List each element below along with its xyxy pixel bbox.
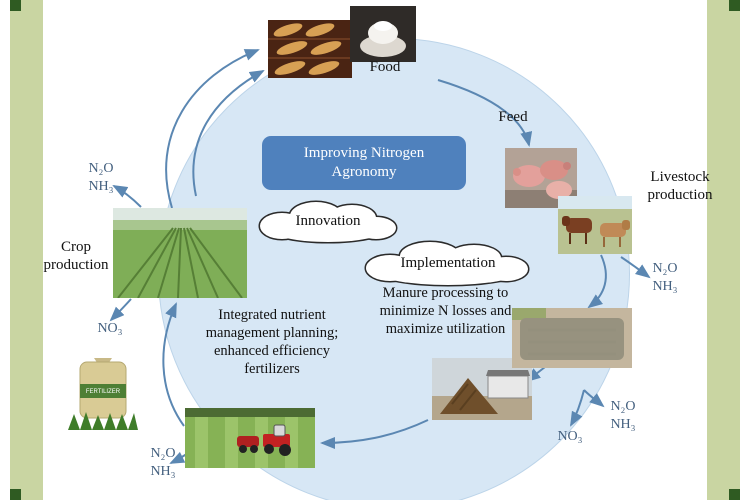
fertilizer-bag-text: FERTILIZER <box>86 389 121 395</box>
food-label: Food <box>369 59 401 75</box>
pigs-image <box>505 148 577 208</box>
n2o-label: N₂O <box>88 161 114 176</box>
nutrient-management-text: Integrated nutrient management planning;… <box>205 307 339 377</box>
innovation-cloud: Innovation <box>248 196 408 246</box>
n2o-label: N₂O <box>652 261 678 276</box>
crop-production-label: Crop production <box>43 239 109 273</box>
chem-bottom-left: N₂O NH₃ <box>140 445 186 481</box>
chem-right: N₂O NH₃ <box>642 260 688 296</box>
manure-lagoon-image <box>512 308 632 368</box>
feed-label: Feed <box>498 109 528 125</box>
manure-pile-image <box>432 358 532 420</box>
left-green-bar <box>10 0 43 500</box>
n2o-label: N₂O <box>150 446 176 461</box>
nh3-label: NH₃ <box>652 279 678 294</box>
right-green-bar <box>707 0 740 500</box>
corner-square-top-left <box>10 0 21 11</box>
chem-bottom-no3: NO₃ <box>548 428 592 446</box>
bread-loaves-image <box>268 20 352 78</box>
implementation-cloud: Implementation <box>348 236 548 290</box>
nh3-label: NH₃ <box>88 179 114 194</box>
chem-bottom-right: N₂O NH₃ <box>600 398 646 434</box>
central-title-box: Improving Nitrogen Agronomy <box>262 136 466 190</box>
arrow-crop-leaching <box>109 298 132 322</box>
tractor-image <box>185 408 315 468</box>
chem-top-left: N₂O NH₃ <box>78 160 124 196</box>
fertilizer-bag-image: FERTILIZER <box>68 352 138 430</box>
manure-processing-text: Manure processing to minimize N losses a… <box>379 285 512 337</box>
nh3-label: NH₃ <box>150 464 176 479</box>
corner-square-bottom-left <box>10 489 21 500</box>
corner-square-top-right <box>729 0 740 11</box>
livestock-production-label: Livestock production <box>647 169 713 203</box>
chem-left-no3: NO₃ <box>88 320 132 338</box>
innovation-cloud-label: Innovation <box>295 212 361 229</box>
corner-square-bottom-right <box>729 489 740 500</box>
implementation-cloud-label: Implementation <box>400 254 496 271</box>
crop-field-image <box>113 208 247 298</box>
central-title-text: Improving Nitrogen Agronomy <box>303 145 425 180</box>
nh3-label: NH₃ <box>610 417 636 432</box>
no3-label: NO₃ <box>97 321 123 336</box>
cattle-image <box>558 196 632 254</box>
no3-label: NO₃ <box>557 429 583 444</box>
n2o-label: N₂O <box>610 399 636 414</box>
flour-bowl-image <box>350 6 416 62</box>
